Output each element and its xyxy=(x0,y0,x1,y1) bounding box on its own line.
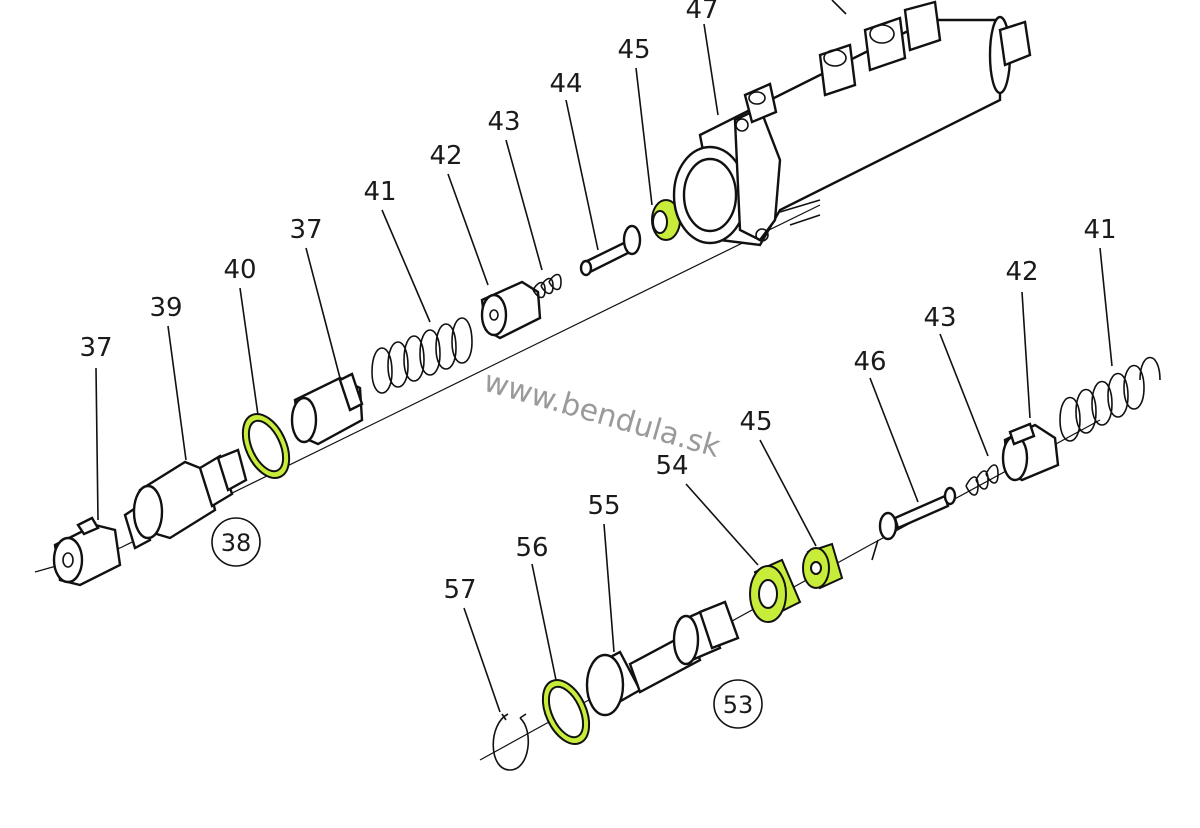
part-44-pin xyxy=(579,224,642,277)
label-37-sleeve: 37 xyxy=(289,215,322,245)
part-56-ring xyxy=(541,679,591,745)
label-43-lower: 43 xyxy=(923,303,956,333)
label-40: 40 xyxy=(223,255,256,285)
part-37-sleeve xyxy=(290,372,364,446)
label-45-lower: 45 xyxy=(739,407,772,437)
label-44: 44 xyxy=(549,69,582,99)
lower-labels: 57 56 55 54 45 46 43 42 41 xyxy=(443,215,1116,605)
label-57: 57 xyxy=(443,575,476,605)
assembly-38: 38 xyxy=(211,517,261,567)
assembly-38-label: 38 xyxy=(221,529,252,557)
part-42-seat-lower xyxy=(1001,422,1060,482)
upper-leaders xyxy=(95,23,719,521)
part-43-small-spring-upper xyxy=(532,273,562,299)
part-37-cap xyxy=(52,516,122,587)
part-54-seal xyxy=(749,558,802,623)
label-43-upper: 43 xyxy=(487,107,520,137)
label-42-lower: 42 xyxy=(1005,257,1038,287)
part-42-seat-upper xyxy=(480,280,542,340)
part-45-seal-upper xyxy=(651,199,681,241)
label-55: 55 xyxy=(587,491,620,521)
part-40-seal-ring xyxy=(241,413,291,479)
label-41-lower: 41 xyxy=(1083,215,1116,245)
part-47-housing xyxy=(672,0,1032,247)
label-39: 39 xyxy=(149,293,182,323)
assembly-53-label: 53 xyxy=(723,691,754,719)
part-39-piston xyxy=(123,448,248,550)
label-54: 54 xyxy=(655,451,688,481)
label-46: 46 xyxy=(853,347,886,377)
assembly-53: 53 xyxy=(713,679,763,729)
label-45-upper: 45 xyxy=(617,35,650,65)
label-37-cap: 37 xyxy=(79,333,112,363)
upper-labels: 37 39 40 37 41 42 43 44 45 47 xyxy=(79,0,718,363)
part-41-spring-upper xyxy=(371,317,473,394)
part-41-spring-lower xyxy=(1059,356,1161,442)
part-55-piston xyxy=(585,600,740,717)
part-43-small-spring-lower xyxy=(965,464,999,496)
label-42-upper: 42 xyxy=(429,141,462,171)
label-56: 56 xyxy=(515,533,548,563)
lower-leaders xyxy=(463,247,1113,713)
watermark-text: www.bendula.sk xyxy=(480,364,725,465)
part-46-pin xyxy=(871,486,957,561)
label-47: 47 xyxy=(685,0,718,25)
part-57-circlip xyxy=(492,713,529,771)
part-45-seal-lower xyxy=(802,542,844,590)
label-41-upper: 41 xyxy=(363,177,396,207)
